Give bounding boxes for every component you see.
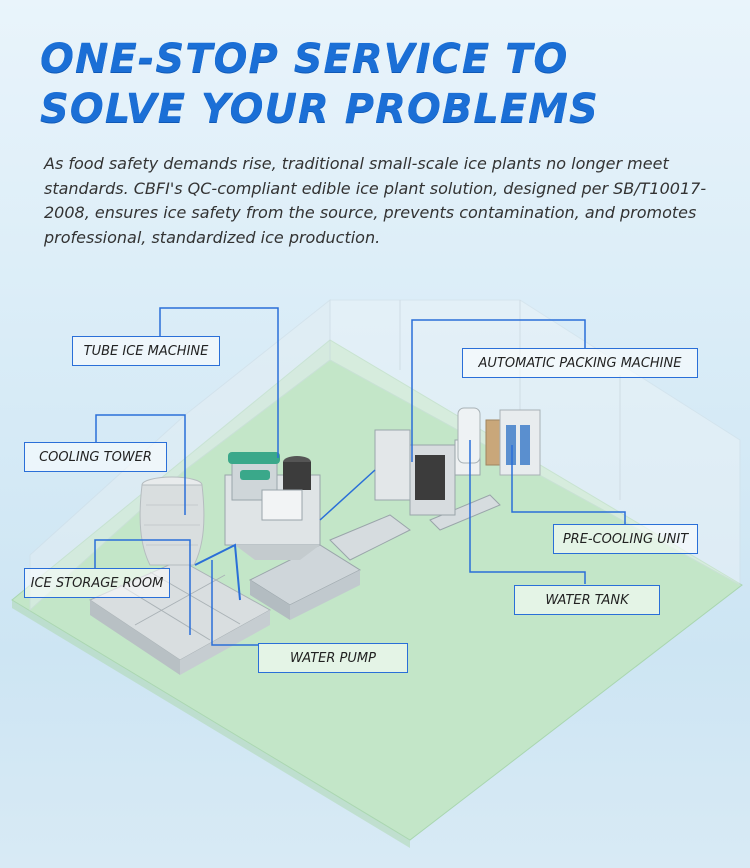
pre-cooling-unit-shape bbox=[500, 410, 540, 475]
tube-ice-machine-shape bbox=[225, 452, 320, 560]
automatic-packing-machine-label: AUTOMATIC PACKING MACHINE bbox=[462, 348, 698, 378]
ice-storage-room-label: ICE STORAGE ROOM bbox=[24, 568, 170, 598]
cooling-tower-label: COOLING TOWER bbox=[24, 442, 167, 472]
cooling-tower-shape bbox=[140, 477, 204, 565]
water-pump-label: WATER PUMP bbox=[258, 643, 408, 673]
water-tank-label: WATER TANK bbox=[514, 585, 660, 615]
pre-cooling-unit-label: PRE-COOLING UNIT bbox=[553, 524, 698, 554]
tube-ice-machine-label: TUBE ICE MACHINE bbox=[72, 336, 220, 366]
